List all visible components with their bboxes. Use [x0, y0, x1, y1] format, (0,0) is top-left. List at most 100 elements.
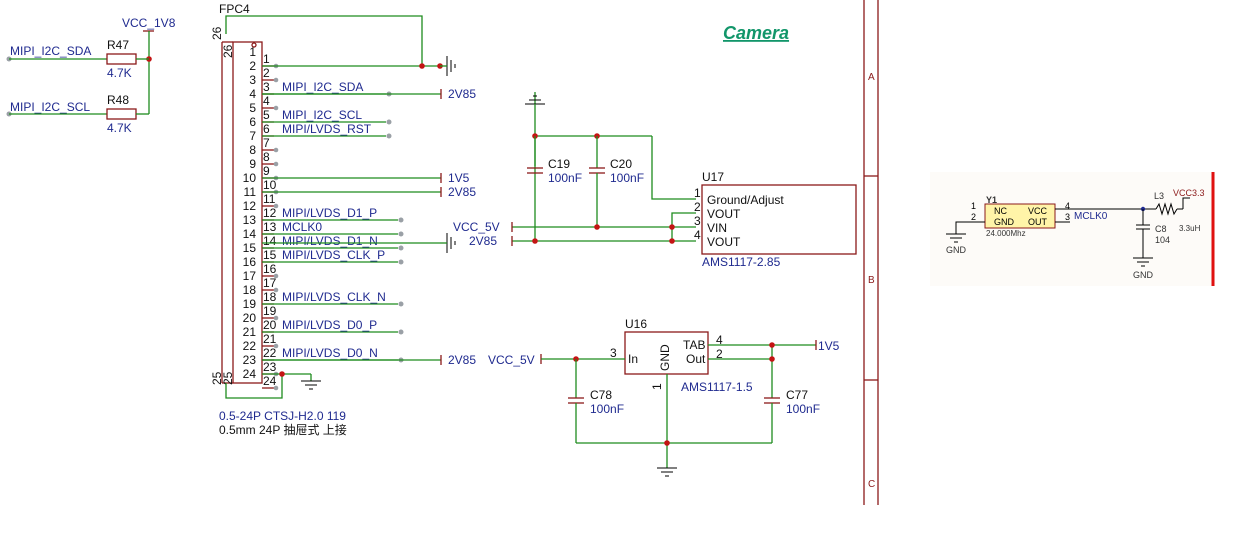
- zone-a: A: [868, 72, 875, 83]
- fpc4-pin-13-net-port: [398, 231, 404, 237]
- fpc4-pin-22-net-label: MIPI/LVDS_D0_N: [282, 346, 378, 360]
- fpc4-pin-22-stub-number: 22: [263, 346, 277, 360]
- value-c78: 100nF: [590, 402, 624, 416]
- fpc4-pin-21-number: 21: [243, 325, 257, 339]
- ref-c77: C77: [786, 388, 808, 402]
- fpc4-pin-14-net-port: [398, 245, 404, 251]
- u16-pin-out-name: Out: [686, 352, 706, 366]
- fpc4-pin-17-number: 17: [243, 269, 257, 283]
- fpc4-pin-19-stub-number: 19: [263, 304, 277, 318]
- fpc4-pin-21-end: [273, 343, 279, 349]
- supply-vcc-1v8: VCC_1V8: [122, 16, 176, 30]
- fpc4-pin-9-stub-number: 9: [263, 164, 270, 178]
- ldo-u17: C19 100nF C20 100nF VCC_5V 2V85 U17 AMS1…: [453, 92, 857, 269]
- u17-pin1-num: 1: [694, 186, 701, 200]
- ref-c8: C8: [1155, 224, 1167, 234]
- sheet-frame: A B C: [863, 0, 879, 505]
- supply-vcc3v3: VCC3.3: [1173, 188, 1205, 198]
- value-l3: 3.3uH: [1179, 224, 1201, 233]
- resistor-r47: [106, 53, 137, 65]
- u16-pin-gnd-num: 1: [650, 383, 664, 390]
- y1-vcc: VCC: [1028, 206, 1048, 216]
- resistor-r48: [106, 108, 137, 120]
- fpc4-pin-14-stub-number: 14: [263, 234, 277, 248]
- net-vcc-5v-u17: VCC_5V: [453, 220, 500, 234]
- fpc4-pin-5-net-port: [386, 119, 392, 125]
- gnd-icon-u17: [525, 92, 545, 105]
- fpc4-pin-15-net-port: [398, 259, 404, 265]
- ref-fpc4: FPC4: [219, 2, 250, 16]
- fpc4-pin-2-stub-number: 2: [263, 66, 270, 80]
- fpc4-mount-pin-26-outer: 26: [210, 26, 224, 40]
- power-port-2v85-pin23: 2V85: [448, 353, 476, 367]
- fpc4-pin-17-stub-number: 17: [263, 276, 277, 290]
- gnd-icon: [440, 56, 456, 76]
- value-c20: 100nF: [610, 171, 644, 185]
- fpc4-pin-7-end: [273, 147, 279, 153]
- ref-r48: R48: [107, 93, 129, 107]
- u17-pin3-num: 3: [694, 214, 701, 228]
- fpc4-pin-13-number: 13: [243, 213, 257, 227]
- fpc4-pin-11-end: [273, 203, 279, 209]
- ref-c19: C19: [548, 157, 570, 171]
- fpc4-pin-15-net-label: MIPI/LVDS_CLK_P: [282, 248, 385, 262]
- u16-pin-in-name: In: [628, 352, 638, 366]
- fpc4-pin-8-end: [273, 161, 279, 167]
- u16-pin-in-num: 3: [610, 346, 617, 360]
- net-mclk0: MCLK0: [1074, 211, 1108, 222]
- net-2v85-u17: 2V85: [469, 234, 497, 248]
- ref-y1: Y1: [986, 195, 997, 205]
- ldo-u16: U16 In GND TAB Out 3 1 4 2 AMS1117-1.5 V…: [488, 317, 840, 477]
- fpc4-pin-16-end: [273, 273, 279, 279]
- u17-pin4-name: VOUT: [707, 235, 741, 249]
- u17-pin1-name: Ground/Adjust: [707, 193, 784, 207]
- fpc4-pin-19-number: 19: [243, 297, 257, 311]
- fpc4-pin-2-end: [273, 77, 279, 83]
- fpc4-body: [232, 41, 263, 384]
- fpc4-pin-5-number: 5: [249, 101, 256, 115]
- fpc4-pin-19-end: [273, 315, 279, 321]
- fpc4-pin-20-net-port: [398, 329, 404, 335]
- fpc4-pin-17-end: [273, 287, 279, 293]
- fpc4-pin-3-stub-number: 3: [263, 80, 270, 94]
- ref-u16: U16: [625, 317, 647, 331]
- part-u16: AMS1117-1.5: [681, 380, 753, 394]
- value-c8: 104: [1155, 235, 1170, 245]
- fpc4-pin-12-net-port: [398, 217, 404, 223]
- fpc4-pin-2-number: 2: [249, 59, 256, 73]
- fpc4-mount-pin-26-inner: 26: [221, 44, 235, 58]
- fpc4-pin-11-stub-number: 11: [263, 192, 276, 206]
- ref-c78: C78: [590, 388, 612, 402]
- power-port-1v5-pin10: 1V5: [448, 171, 470, 185]
- fpc4-description: 0.5mm 24P 抽屉式 上接: [219, 422, 347, 437]
- fpc4-mount-pin-25-outer: 25: [210, 371, 224, 385]
- fpc4-pin-6-net-port: [386, 133, 392, 139]
- power-port-2v85-pin11: 2V85: [448, 185, 476, 199]
- fpc4-pin-21-stub-number: 21: [263, 332, 277, 346]
- gnd-icon-pin15: [440, 233, 456, 253]
- fpc4-pin-5-net-label: MIPI_I2C_SCL: [282, 108, 362, 122]
- fpc4-pin-20-stub-number: 20: [263, 318, 277, 332]
- fpc4-pin-9-number: 9: [249, 157, 256, 171]
- fpc4-pin-15-number: 15: [243, 241, 257, 255]
- fpc4-pin-4-end: [273, 105, 279, 111]
- fpc4-pin-23-stub-number: 23: [263, 360, 277, 374]
- u16-pin-out-num: 2: [716, 347, 723, 361]
- gnd-icon-pin24: [301, 374, 321, 390]
- fpc4-pin-13-stub-number: 13: [263, 220, 277, 234]
- fpc4-pin-4-number: 4: [249, 87, 256, 101]
- y1-pin2: 2: [971, 212, 976, 222]
- sheet-title: Camera: [723, 23, 789, 43]
- zone-c: C: [868, 479, 875, 490]
- gnd-icon-u16: [657, 467, 677, 477]
- fpc4-pin-10-number: 10: [243, 171, 257, 185]
- fpc4-pin-18-stub-number: 18: [263, 290, 277, 304]
- crystal-y1: [984, 203, 1056, 229]
- fpc4-pin-15-stub-number: 15: [263, 248, 277, 262]
- net-vcc-5v-u16: VCC_5V: [488, 353, 535, 367]
- u17-pin4-num: 4: [694, 228, 701, 242]
